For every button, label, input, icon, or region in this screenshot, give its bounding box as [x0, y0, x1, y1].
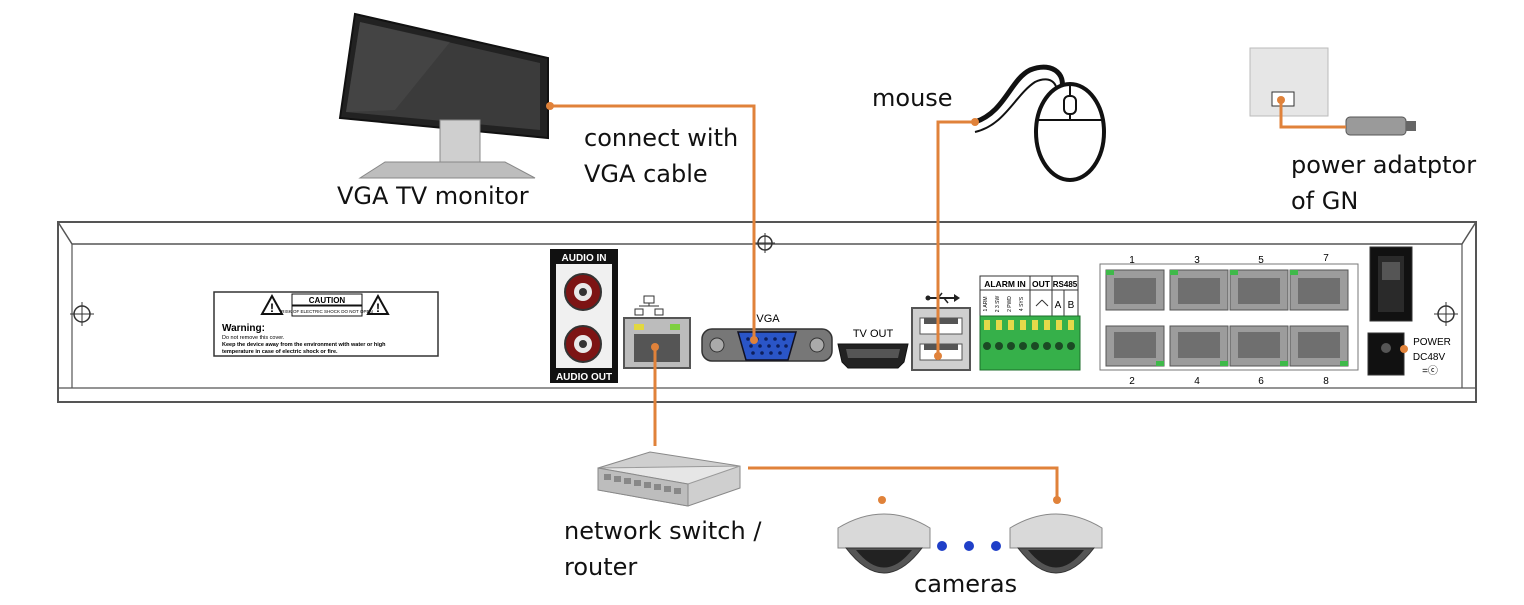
poe-port [1105, 269, 1165, 311]
caution-title: CAUTION [309, 296, 346, 305]
camera-right [1009, 513, 1103, 574]
svg-text:!: ! [270, 301, 274, 315]
dc-power-jack [1367, 332, 1405, 376]
tv-out-port [837, 343, 909, 369]
poe-port [1169, 325, 1229, 367]
power-switch [1369, 246, 1413, 322]
alarm-pin-label: 2 PWD [1007, 296, 1013, 312]
vga-port-label: VGA [756, 313, 780, 325]
rs485-b-label: B [1068, 300, 1075, 311]
power-adaptor [1345, 116, 1416, 136]
more-cameras-dots [937, 541, 1001, 551]
dc-voltage-label: DC48V [1413, 352, 1446, 363]
screw-top [755, 233, 775, 253]
vga-tv-monitor [338, 12, 549, 179]
network-icon [634, 295, 664, 316]
poe-port [1229, 269, 1289, 311]
screw-left [70, 302, 94, 326]
port-number: 6 [1258, 376, 1264, 387]
poe-port [1289, 269, 1349, 311]
poe-port [1229, 325, 1289, 367]
tv-out-label: TV OUT [853, 328, 894, 340]
caution-small-text: RISK OF ELECTRIC SHOCK DO NOT OPEN [281, 309, 372, 314]
vga-port [701, 328, 833, 362]
network-switch-label-line-1: network switch / [564, 517, 762, 545]
port-number: 1 [1129, 255, 1135, 266]
alarm-terminal-block [979, 275, 1081, 371]
warning-title: Warning: [222, 323, 265, 334]
alarm-pin-label: 1 ARM [983, 296, 989, 311]
poe-port [1169, 269, 1229, 311]
caution-label: ! ! [213, 291, 439, 357]
warning-line-3: temperature in case of electric shock or… [222, 349, 338, 355]
port-number: 3 [1194, 255, 1200, 266]
usb-icon [925, 292, 960, 304]
vga-cable [550, 104, 756, 340]
alarm-pin-label: 4 SYS [1019, 296, 1025, 311]
network-switch-label-line-2: router [564, 553, 638, 581]
power-adaptor-label-line-2: of GN [1291, 187, 1359, 215]
mouse-label: mouse [872, 84, 953, 112]
vga-cable-label-line-1: connect with [584, 124, 739, 152]
alarm-in-label: ALARM IN [984, 279, 1026, 289]
svg-text:!: ! [376, 301, 380, 315]
poe-port [1105, 325, 1165, 367]
port-number: 2 [1129, 376, 1135, 387]
dc-polarity-symbol: =ⓒ [1422, 365, 1438, 377]
network-switch-device [597, 451, 741, 507]
usb-mouse-cable [936, 120, 975, 356]
screw-right [1434, 302, 1458, 326]
power-cable [1279, 100, 1346, 129]
audio-out-label: AUDIO OUT [556, 372, 612, 383]
port-number: 7 [1323, 253, 1329, 264]
audio-block [550, 249, 618, 383]
camera-left [837, 513, 931, 574]
audio-in-label: AUDIO IN [562, 253, 607, 264]
vga-cable-label-line-2: VGA cable [584, 160, 708, 188]
alarm-out-label: OUT [1032, 279, 1051, 289]
alarm-pin-label: 2 3 SW [995, 296, 1001, 313]
warning-line-1: Do not remove this cover. [222, 335, 285, 341]
port-number: 4 [1194, 376, 1200, 387]
wall-outlet [1249, 47, 1329, 117]
port-number: 5 [1258, 255, 1264, 266]
usb-ports [911, 292, 971, 371]
cameras-label: cameras [914, 570, 1018, 598]
power-adaptor-label-line-1: power adatptor [1291, 151, 1477, 179]
warning-line-2: Keep the device away from the environmen… [222, 342, 386, 348]
poe-port [1289, 325, 1349, 367]
rs485-a-label: A [1055, 300, 1062, 311]
rs485-label: RS485 [1053, 280, 1078, 289]
monitor-label: VGA TV monitor [337, 182, 529, 210]
power-label: POWER [1413, 337, 1451, 348]
poe-ports [1099, 263, 1359, 371]
mouse-device [974, 64, 1106, 182]
camera-network-cable [748, 466, 1059, 500]
port-number: 8 [1323, 376, 1329, 387]
